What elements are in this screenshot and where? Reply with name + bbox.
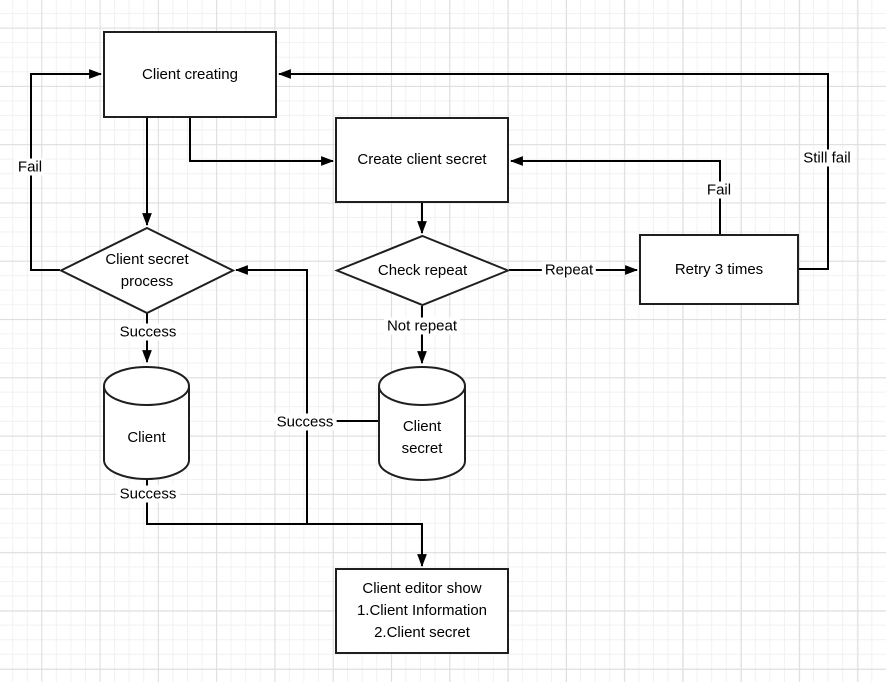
node-client-editor-show-line1: Client editor show [362, 580, 482, 598]
node-client-db-label: Client [127, 429, 166, 447]
node-client-editor-show-line3: 2.Client secret [374, 623, 470, 641]
edge-label-repeat[interactable]: Repeat [541, 261, 597, 279]
node-create-client-secret-label: Create client secret [357, 151, 487, 169]
node-retry-3-times[interactable]: Retry 3 times [639, 234, 799, 305]
node-client-db[interactable]: Client [103, 366, 190, 480]
node-client-creating-label: Client creating [142, 65, 238, 83]
edge-label-success-bottom[interactable]: Success [116, 485, 180, 503]
node-client-editor-show-line2: 1.Client Information [356, 602, 488, 620]
edge-still-fail-to-client-creating[interactable] [277, 69, 829, 270]
diamond-shape [58, 226, 236, 315]
node-client-secret-db[interactable]: Client secret [378, 366, 466, 481]
edge-success-to-client-editor[interactable] [146, 480, 427, 568]
edge-label-fail-left[interactable]: Fail [14, 158, 46, 176]
node-client-secret-db-line1: Client [402, 417, 442, 435]
node-client-secret-process[interactable]: Client secret process [58, 226, 236, 315]
node-create-client-secret[interactable]: Create client secret [335, 117, 509, 203]
edge-label-fail-right[interactable]: Fail [703, 181, 735, 199]
node-check-repeat[interactable]: Check repeat [334, 234, 511, 307]
node-client-creating[interactable]: Client creating [103, 31, 277, 118]
node-client-editor-show[interactable]: Client editor show 1.Client Information … [335, 568, 509, 654]
edge-label-success-left[interactable]: Success [116, 323, 180, 341]
edge-fail-retry-to-create-secret[interactable] [509, 156, 721, 234]
edge-client-creating-to-create-secret[interactable] [189, 118, 335, 166]
node-client-secret-process-line2: process [120, 272, 174, 290]
edge-label-not-repeat[interactable]: Not repeat [383, 317, 461, 335]
cylinder-shape [378, 366, 466, 481]
node-retry-3-times-label: Retry 3 times [674, 260, 764, 278]
edge-success-to-secret-process[interactable] [234, 265, 378, 422]
node-client-secret-db-line2: secret [401, 439, 443, 457]
node-check-repeat-label: Check repeat [377, 261, 468, 279]
edge-label-success-mid[interactable]: Success [273, 413, 337, 431]
cylinder-shape [103, 366, 190, 480]
node-client-secret-process-line1: Client secret [105, 250, 189, 268]
edge-label-still-fail[interactable]: Still fail [800, 149, 854, 167]
diamond-shape [334, 234, 511, 307]
